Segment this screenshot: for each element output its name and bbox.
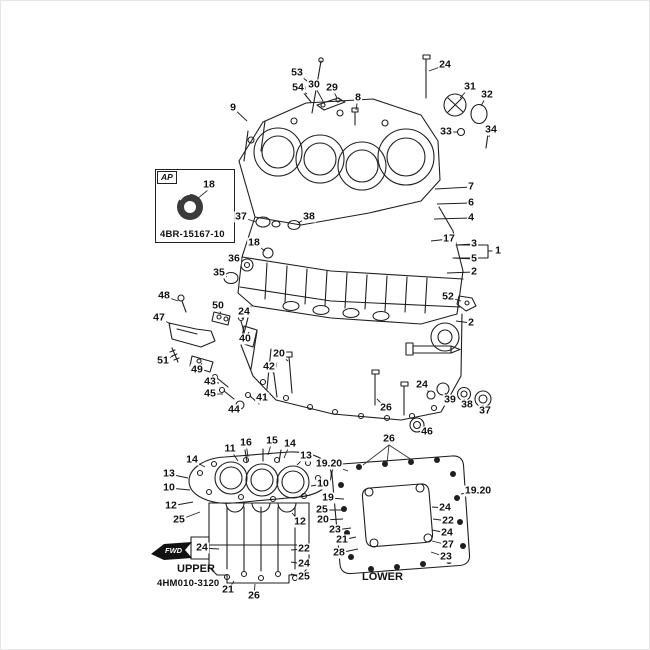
callout-39: 39 — [443, 393, 457, 406]
callout-14: 14 — [283, 437, 297, 450]
callout-48: 48 — [157, 289, 171, 302]
callout-29: 29 — [325, 81, 339, 94]
callout-44: 44 — [227, 403, 241, 416]
callout-4: 4 — [467, 211, 475, 224]
callout-15: 15 — [265, 434, 279, 447]
callout-49: 49 — [190, 363, 204, 376]
callout-22: 22 — [297, 542, 311, 555]
callout-27: 27 — [441, 538, 455, 551]
callout-28: 28 — [332, 546, 346, 559]
callout-36: 36 — [227, 252, 241, 265]
callout-37: 37 — [478, 404, 492, 417]
callout-14: 14 — [185, 453, 199, 466]
callout-33: 33 — [439, 125, 453, 138]
callout-54: 54 — [291, 81, 305, 94]
callout-7: 7 — [467, 180, 475, 193]
callout-8: 8 — [354, 91, 362, 104]
leader-fan — [362, 443, 413, 466]
callout-23: 23 — [439, 550, 453, 563]
callout-18: 18 — [247, 236, 261, 249]
callout-13: 13 — [299, 449, 313, 462]
callout-25: 25 — [297, 570, 311, 583]
callout-26: 26 — [382, 432, 396, 445]
upper-view-part-number: 4HM010-3120 — [157, 578, 220, 589]
callout-25: 25 — [315, 503, 329, 516]
callout-12: 12 — [164, 499, 178, 512]
callout-46: 46 — [420, 425, 434, 438]
callout-10: 10 — [162, 481, 176, 494]
callout-5: 5 — [470, 252, 478, 265]
callout-2: 2 — [470, 265, 478, 278]
callout-6: 6 — [467, 196, 475, 209]
callout-23: 23 — [328, 523, 342, 536]
callout-1: 1 — [494, 244, 502, 257]
callout-38: 38 — [302, 210, 316, 223]
callout-3: 3 — [470, 237, 478, 250]
callout-20: 20 — [316, 513, 330, 526]
lower-view-label: LOWER — [362, 571, 403, 583]
oil-seal-icon — [177, 189, 209, 220]
callout-2: 2 — [467, 316, 475, 329]
callout-24: 24 — [195, 541, 209, 554]
inset-tag: AP — [157, 171, 177, 184]
callout-24: 24 — [440, 526, 454, 539]
callout-51: 51 — [156, 354, 170, 367]
upper-view-label: UPPER — [177, 563, 215, 575]
callout-40: 40 — [238, 332, 252, 345]
callout-43: 43 — [203, 375, 217, 388]
callout-13: 13 — [162, 467, 176, 480]
callout-18: 18 — [202, 178, 216, 191]
callout-26: 26 — [247, 589, 261, 602]
callout-42: 42 — [262, 360, 276, 373]
callout-24: 24 — [438, 501, 452, 514]
callout-22: 22 — [441, 514, 455, 527]
callout-35: 35 — [212, 266, 226, 279]
callout-30: 30 — [307, 78, 321, 91]
callout-24: 24 — [297, 557, 311, 570]
callout-25: 25 — [172, 513, 186, 526]
callout-50: 50 — [211, 299, 225, 312]
callout-12: 12 — [293, 515, 307, 528]
callout-31: 31 — [463, 80, 477, 93]
inset-part-number: 4BR-15167-10 — [160, 229, 225, 240]
callout-45: 45 — [203, 387, 217, 400]
callout-38: 38 — [460, 398, 474, 411]
callout-19.20: 19.20 — [463, 484, 493, 497]
callout-10: 10 — [316, 477, 330, 490]
callout-21: 21 — [335, 533, 349, 546]
callout-34: 34 — [484, 123, 498, 136]
callout-16: 16 — [239, 436, 253, 449]
seal-detail-inset: AP 4BR-15167-10 — [155, 169, 235, 243]
fwd-flag: FWD — [151, 542, 192, 560]
callout-9: 9 — [229, 101, 237, 114]
callout-19: 19 — [321, 491, 335, 504]
callout-53: 53 — [290, 66, 304, 79]
callout-47: 47 — [152, 311, 166, 324]
callout-37: 37 — [234, 210, 248, 223]
callout-17: 17 — [442, 232, 456, 245]
callout-24: 24 — [237, 305, 251, 318]
callout-20: 20 — [272, 347, 286, 360]
callout-41: 41 — [255, 391, 269, 404]
callout-24: 24 — [438, 58, 452, 71]
callout-21: 21 — [221, 583, 235, 596]
callout-52: 52 — [441, 290, 455, 303]
callout-24: 24 — [415, 378, 429, 391]
callout-26: 26 — [379, 401, 393, 414]
callout-32: 32 — [480, 88, 494, 101]
fwd-label: FWD — [165, 546, 183, 555]
callout-19.20: 19.20 — [314, 457, 344, 470]
callout-11: 11 — [223, 442, 237, 455]
